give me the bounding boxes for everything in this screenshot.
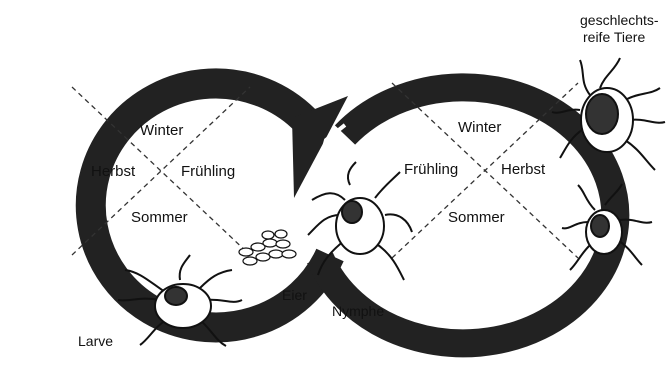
stage-label-nymph: Nymphe bbox=[332, 303, 384, 319]
right-season-winter: Winter bbox=[458, 119, 501, 136]
right-season-herbst: Herbst bbox=[501, 161, 546, 178]
stage-label-adult-line1: geschlechts- bbox=[580, 12, 659, 28]
egg-cluster bbox=[239, 230, 296, 265]
stage-label-eggs: Eier bbox=[282, 287, 307, 303]
left-season-herbst: Herbst bbox=[91, 163, 136, 180]
left-season-fruehling: Frühling bbox=[181, 163, 235, 180]
left-season-winter: Winter bbox=[140, 122, 183, 139]
stage-label-adult-line2: reife Tiere bbox=[583, 29, 645, 45]
right-season-fruehling: Frühling bbox=[404, 161, 458, 178]
stage-label-larva: Larve bbox=[78, 333, 113, 349]
right-season-sommer: Sommer bbox=[448, 209, 505, 226]
nymph-tick-icon bbox=[308, 162, 412, 280]
left-season-sommer: Sommer bbox=[131, 209, 188, 226]
